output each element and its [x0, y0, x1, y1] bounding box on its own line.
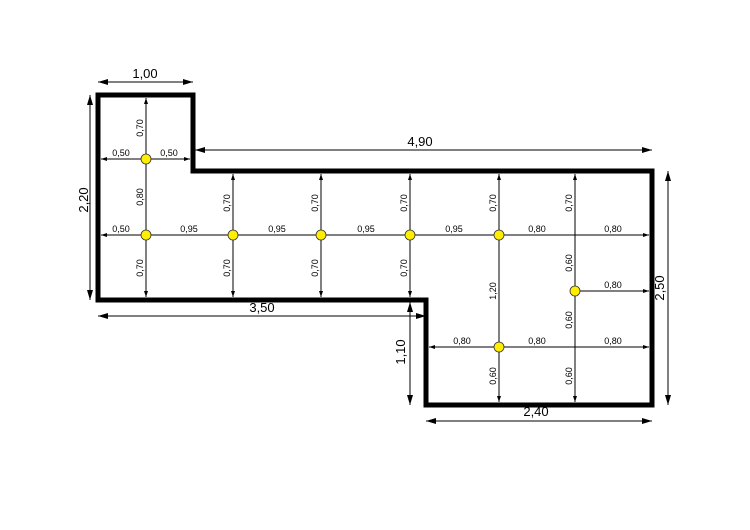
- light-point-marker: [493, 229, 505, 241]
- light-point-marker: [140, 153, 152, 165]
- spacing-label: 1,20: [488, 282, 498, 300]
- spacing-label: 0,70: [310, 259, 320, 277]
- light-points: [140, 153, 581, 353]
- spacing-label: 0,95: [268, 224, 286, 234]
- spacing-label: 0,60: [488, 367, 498, 385]
- spacing-label: 0,80: [453, 336, 471, 346]
- spacing-label: 0,80: [135, 188, 145, 206]
- spacing-label: 0,95: [180, 224, 198, 234]
- spacing-label: 0,60: [564, 254, 574, 272]
- spacing-label: 0,80: [604, 280, 622, 290]
- spacing-label: 0,60: [564, 367, 574, 385]
- dim-lower-left-width: 3,50: [249, 300, 274, 315]
- spacing-label: 0,70: [399, 194, 409, 212]
- spacing-label: 0,50: [112, 148, 130, 158]
- spacing-label: 0,60: [564, 311, 574, 329]
- light-point-marker: [493, 341, 505, 353]
- spacing-label: 0,80: [528, 224, 546, 234]
- spacing-label: 0,80: [604, 224, 622, 234]
- horizontal-spacing-labels: 0,50 0,50 0,50 0,95 0,95 0,95 0,95 0,80 …: [112, 148, 622, 346]
- spacing-label: 0,70: [135, 259, 145, 277]
- light-point-marker: [140, 229, 152, 241]
- room-outline: [95, 92, 655, 408]
- light-point-marker: [404, 229, 416, 241]
- spacing-label: 0,70: [310, 194, 320, 212]
- spacing-label: 0,70: [135, 119, 145, 137]
- dim-top-width: 1,00: [132, 66, 157, 81]
- spacing-label: 0,70: [222, 259, 232, 277]
- light-point-marker: [315, 229, 327, 241]
- dim-left-height: 2,20: [76, 187, 91, 212]
- dim-right-height: 2,50: [652, 275, 667, 300]
- dim-upper-width: 4,90: [407, 134, 432, 149]
- vertical-spacing-labels: 0,70 0,80 0,70 0,70 0,70 0,70 0,70 0,70 …: [135, 119, 574, 385]
- spacing-label: 0,50: [160, 148, 178, 158]
- spacing-label: 0,70: [488, 194, 498, 212]
- spacing-label: 0,70: [222, 194, 232, 212]
- spacing-label: 0,95: [445, 224, 463, 234]
- spacing-label: 0,80: [528, 336, 546, 346]
- spacing-label: 0,50: [112, 224, 130, 234]
- spacing-label: 0,80: [604, 336, 622, 346]
- light-point-marker: [227, 229, 239, 241]
- spacing-label: 0,95: [357, 224, 375, 234]
- dim-step-height: 1,10: [393, 339, 408, 364]
- spacing-label: 0,70: [564, 194, 574, 212]
- dimension-lines: [87, 79, 671, 424]
- spacing-label: 0,70: [399, 259, 409, 277]
- dim-bottom-width: 2,40: [523, 404, 548, 419]
- spacing-lines: [101, 98, 649, 402]
- light-point-marker: [569, 285, 581, 297]
